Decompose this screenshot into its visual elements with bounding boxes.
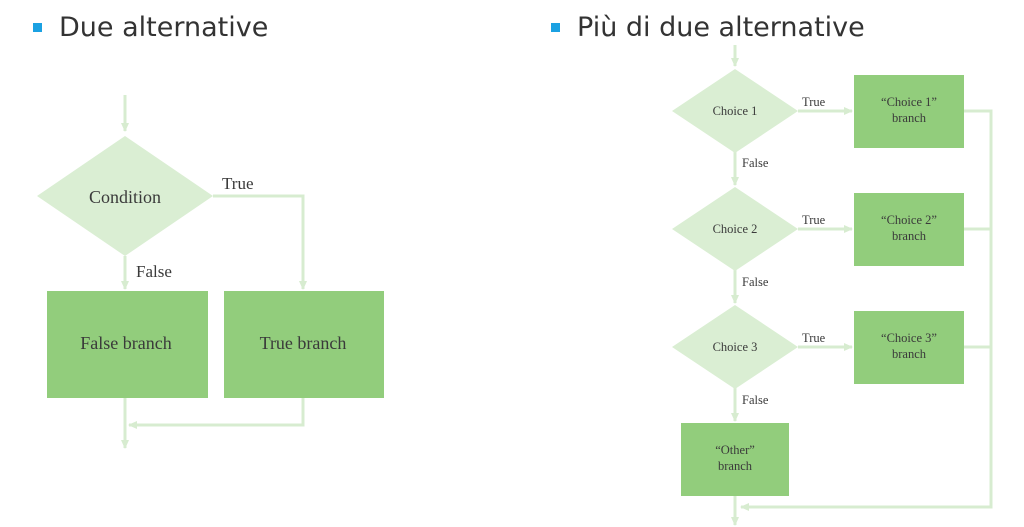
choice-3-branch-line1: “Choice 3” <box>881 331 937 345</box>
merge-arrow <box>740 109 993 511</box>
choice-3-branch-line2: branch <box>892 347 927 361</box>
two-way-flowchart: Condition True False False branch True b… <box>37 95 384 449</box>
other-branch-line1: “Other” <box>715 443 755 457</box>
false-branch-label: False branch <box>80 333 171 353</box>
choice-1-branch-line2: branch <box>892 111 927 125</box>
false-branch-box <box>47 291 208 398</box>
choice-2-branch-line1: “Choice 2” <box>881 213 937 227</box>
heading-two-alternatives: Due alternative <box>33 12 268 43</box>
choice-1-label: Choice 1 <box>713 104 758 118</box>
choice-2-diamond <box>672 187 798 271</box>
choice-1-branch-line1: “Choice 1” <box>881 95 937 109</box>
condition-diamond <box>37 136 213 256</box>
true-branch-label: True branch <box>260 333 347 353</box>
merge-arrow <box>128 398 305 429</box>
multi-way-flowchart: Choice 1 True False “Choice 1” branch Ch… <box>672 45 993 526</box>
true-label: True <box>222 174 254 193</box>
heading-text: Più di due alternative <box>577 12 865 43</box>
choice-1-false-label: False <box>742 156 769 170</box>
choice-2-false-label: False <box>742 275 769 289</box>
square-bullet-icon <box>33 23 42 32</box>
other-branch-box <box>681 423 789 496</box>
heading-text: Due alternative <box>59 12 269 43</box>
choice-3-label: Choice 3 <box>713 340 758 354</box>
choice-3-branch-box <box>854 311 964 384</box>
condition-label: Condition <box>89 187 161 207</box>
heading-more-alternatives: Più di due alternative <box>551 12 865 43</box>
choice-2-branch-line2: branch <box>892 229 927 243</box>
true-branch-box <box>224 291 384 398</box>
choice-1-branch-box <box>854 75 964 148</box>
choice-1-true-label: True <box>802 95 826 109</box>
square-bullet-icon <box>551 23 560 32</box>
false-label: False <box>136 262 172 281</box>
choice-3-true-label: True <box>802 331 826 345</box>
choice-2-true-label: True <box>802 213 826 227</box>
choice-3-false-label: False <box>742 393 769 407</box>
choice-3-diamond <box>672 305 798 389</box>
other-branch-line2: branch <box>718 459 753 473</box>
true-arrow <box>213 194 307 290</box>
choice-1-diamond <box>672 69 798 153</box>
choice-2-branch-box <box>854 193 964 266</box>
choice-2-label: Choice 2 <box>713 222 758 236</box>
